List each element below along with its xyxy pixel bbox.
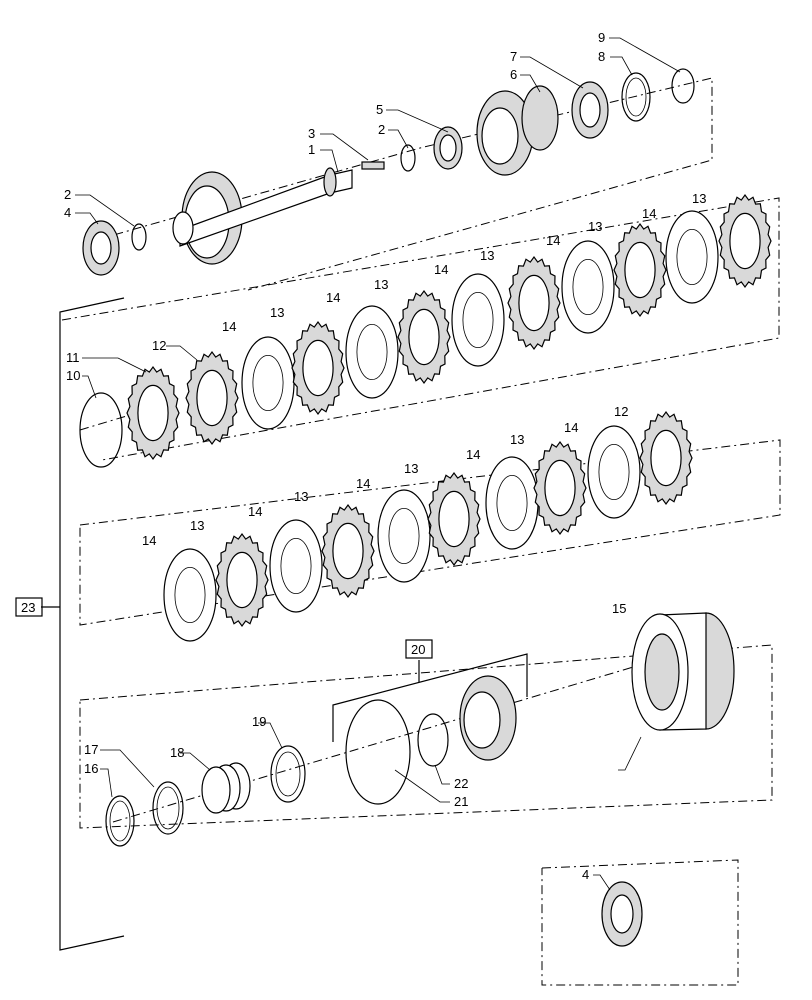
callout-13: 13 [404, 461, 418, 476]
callout-14: 14 [142, 533, 156, 548]
callout-14: 14 [326, 290, 340, 305]
callout-14: 14 [642, 206, 656, 221]
snap-ring-part-10 [79, 392, 123, 468]
snap-ring-part-17 [152, 781, 184, 835]
callout-14: 14 [222, 319, 236, 334]
callout-14: 14 [248, 504, 262, 519]
callout-3: 3 [308, 126, 315, 141]
bearing-part-4-upper [82, 220, 120, 276]
callout-14: 14 [564, 420, 578, 435]
assembly-20-bracket [332, 653, 528, 742]
callout-22: 22 [454, 776, 468, 791]
clutch-plate-part-14 [241, 336, 295, 430]
bearing-part-5 [433, 126, 463, 170]
callout-7: 7 [510, 49, 517, 64]
clutch-plate-part-11 [126, 365, 180, 461]
callout-5: 5 [376, 102, 383, 117]
clutch-plate-part-14 [451, 273, 505, 367]
callout-13: 13 [294, 489, 308, 504]
clutch-disc-part-13 [215, 532, 269, 628]
seal-ring-part-21 [345, 699, 411, 805]
assembly-23-bracket [41, 297, 125, 951]
callout-18: 18 [170, 745, 184, 760]
callout-17: 17 [84, 742, 98, 757]
callout-12: 12 [152, 338, 166, 353]
callout-13: 13 [588, 219, 602, 234]
clutch-disc-part-13 [397, 289, 451, 385]
clutch-disc-part-13 [427, 471, 481, 567]
clutch-disc-part-13 [321, 503, 375, 599]
shaft-gear-part-1 [172, 167, 353, 265]
clutch-plate-part-14 [561, 240, 615, 334]
callout-labels: 3 1 5 2 7 6 9 8 2 4 11 10 12 14 13 14 13… [64, 30, 706, 882]
snap-ring-part-16 [105, 795, 135, 847]
callout-4: 4 [64, 205, 71, 220]
clutch-housing-part-15 [631, 612, 735, 731]
callout-11: 11 [66, 350, 80, 365]
piston-part-20 [459, 675, 517, 761]
bearing-part-7 [571, 81, 609, 139]
clutch-disc-part-13 [639, 410, 693, 506]
clutch-plate-part-14 [377, 489, 431, 583]
callout-10: 10 [66, 368, 80, 383]
boxed-callout-23-text: 23 [21, 600, 35, 615]
clutch-plate-part-14 [163, 548, 217, 642]
callout-8: 8 [598, 49, 605, 64]
bearing-part-4-lower [601, 881, 643, 947]
callout-4: 4 [582, 867, 589, 882]
callout-13: 13 [510, 432, 524, 447]
clutch-pack-row-2 [163, 410, 693, 642]
callout-19: 19 [252, 714, 266, 729]
clutch-disc-part-13 [291, 320, 345, 416]
callout-16: 16 [84, 761, 98, 776]
callout-9: 9 [598, 30, 605, 45]
callout-12: 12 [614, 404, 628, 419]
clutch-plate-part-14 [269, 519, 323, 613]
callout-2: 2 [378, 122, 385, 137]
pin-part-3 [361, 161, 385, 170]
clutch-plate-part-14 [485, 456, 539, 550]
snap-ring-part-8 [621, 72, 651, 122]
callout-21: 21 [454, 794, 468, 809]
snap-ring-part-9 [671, 68, 695, 104]
snap-ring-part-2-upper [400, 144, 416, 172]
callout-15: 15 [612, 601, 626, 616]
clutch-plate-part-14 [587, 425, 641, 519]
callout-13: 13 [270, 305, 284, 320]
callout-13: 13 [190, 518, 204, 533]
callout-13: 13 [692, 191, 706, 206]
boxed-callout-20: 20 [405, 639, 433, 659]
clutch-disc-part-13 [533, 440, 587, 536]
callout-6: 6 [510, 67, 517, 82]
clutch-disc-part-13 [507, 255, 561, 351]
spring-retainer-part-19 [270, 745, 306, 803]
callout-13: 13 [480, 248, 494, 263]
clutch-plate-part-12 [185, 350, 239, 446]
callout-13: 13 [374, 277, 388, 292]
leader-lines [75, 37, 681, 891]
clutch-pack-row-1 [126, 193, 772, 461]
callout-14: 14 [434, 262, 448, 277]
spring-part-18 [201, 762, 251, 814]
clutch-plate-part-14 [665, 210, 719, 304]
clutch-disc-part-13 [718, 193, 772, 289]
callout-2: 2 [64, 187, 71, 202]
gear-part-6 [476, 85, 559, 176]
clutch-disc-part-13 [613, 222, 667, 318]
callout-14: 14 [546, 233, 560, 248]
callout-14: 14 [466, 447, 480, 462]
boxed-callout-23: 23 [15, 597, 43, 617]
callout-14: 14 [356, 476, 370, 491]
boxed-callout-20-text: 20 [411, 642, 425, 657]
callout-1: 1 [308, 142, 315, 157]
clutch-plate-part-14 [345, 305, 399, 399]
snap-ring-part-2-lower [131, 223, 147, 251]
seal-ring-part-22 [417, 713, 449, 767]
